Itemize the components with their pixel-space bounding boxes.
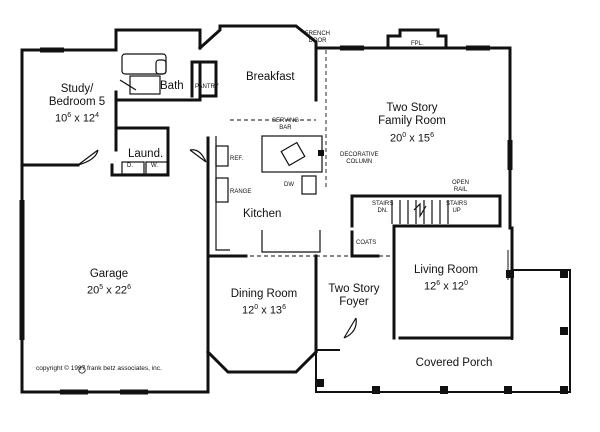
wall-pantry [190,60,202,98]
garage-label: Garage [89,268,129,280]
window-family-east [507,140,513,170]
exterior-wall-north-study [20,28,202,52]
window-garage-south [60,389,148,395]
french-door-label: FRENCH DOOR [305,31,330,44]
dishwasher-box [301,175,317,195]
porch-column [506,270,514,278]
study-name: Study/ [60,83,94,95]
exterior-wall-breakfast-bay [197,24,318,51]
decorative-column [318,150,324,156]
family-room-label: Two Story Family Room [378,102,446,128]
open-rail-label: OPEN RAIL [452,180,470,193]
wall-stairs [350,194,502,228]
covered-porch-label: Covered Porch [415,357,493,369]
fireplace-outline [386,28,448,50]
study-name-2: Bedroom 5 [48,96,106,109]
garage-dimension: 205 x 226 [87,284,131,297]
toilet [155,59,167,75]
kitchen-island [261,135,323,173]
serving-bar-label: SERVING BAR [272,118,299,131]
porch-column [440,386,448,394]
window-garage-west [19,200,25,340]
dining-bay [205,349,319,374]
foyer-label: Two Story Foyer [328,283,380,309]
laundry-label: Laund. [128,148,164,160]
porch-column [560,327,568,335]
range-label: RANGE [230,189,252,195]
kitchen-label: Kitchen [243,208,282,220]
porch-column [560,270,568,278]
pantry-label: PANTRY [195,84,219,90]
stair-break [413,202,427,219]
fireplace-label: FPL. [411,41,424,47]
window-family-b [466,45,490,51]
kitchen-counter-west [215,136,230,251]
bathtub [121,53,167,75]
dryer-label: D. [127,163,133,169]
porch-outline [315,269,571,393]
door-swing-foyer [343,317,357,339]
porch-column [560,386,568,394]
door-swing-study [119,79,137,91]
family-room-dimension: 200 x 156 [390,132,434,145]
copyright-mark [78,366,86,374]
ref-label: REF. [230,156,244,162]
kitchen-sink [280,141,306,167]
copyright-text: copyright © 1997 frank betz associates, … [36,365,162,372]
bath-label: Bath [160,80,184,92]
kitchen-counter-south [261,230,321,253]
dining-room-dimension: 120 x 136 [242,304,286,317]
washer-label: W. [151,163,158,169]
window-family-a [340,45,364,51]
washer-box [121,161,145,175]
door-swing-dining [189,149,207,163]
window-study [40,47,64,53]
sink-vanity [129,75,161,95]
study-label: Study/ Bedroom 5 [40,83,114,109]
living-room-dimension: 126 x 120 [424,280,468,293]
porch-column [372,386,380,394]
wall-study-laund [110,90,170,177]
living-room-label: Living Room [414,264,478,276]
decorative-column-label: DECORATIVE COLUMN [340,152,379,165]
range-box [215,177,229,203]
coats-label: COATS [356,240,377,246]
dining-room-label: Dining Room [230,288,298,300]
dw-label: DW [284,182,294,188]
porch-column [316,379,324,387]
stairs-down-label: STAIRS DN. [372,201,394,214]
study-dimension: 106 x 124 [55,112,99,125]
stairs-up-label: STAIRS UP [446,201,468,214]
window-living-east [507,250,513,280]
breakfast-label: Breakfast [246,71,295,83]
door-swing-garage [77,149,99,166]
dryer-box [145,161,169,175]
stair-treads [391,200,449,224]
ref-box [215,145,229,167]
porch-column [504,386,512,394]
